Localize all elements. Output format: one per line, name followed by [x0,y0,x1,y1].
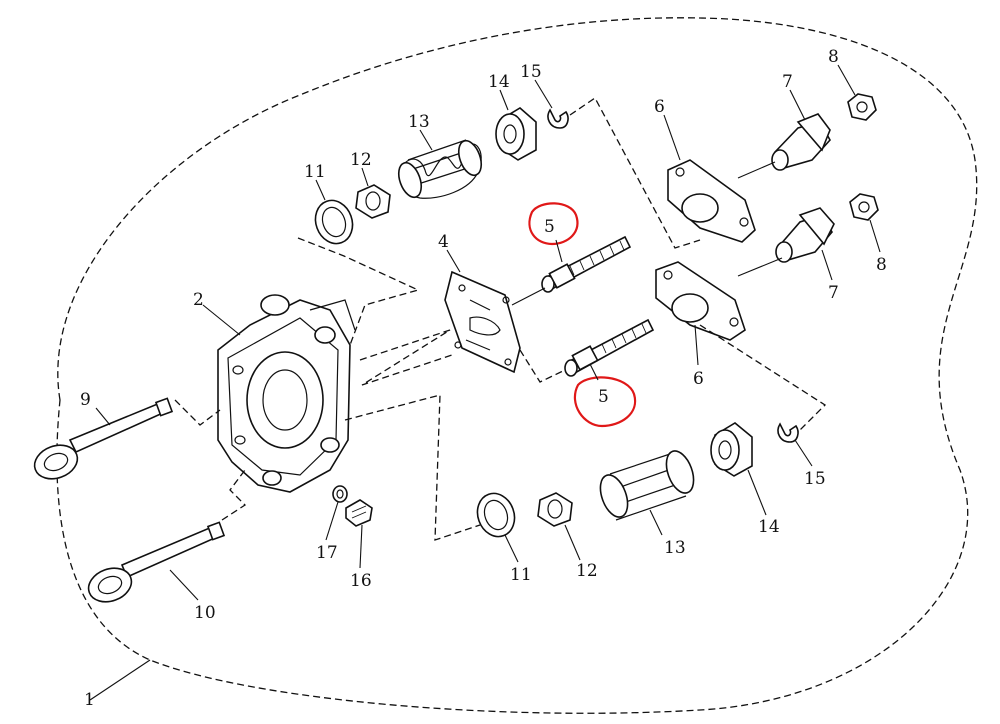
label-5-lower: 5 [598,387,609,407]
rocker-bracket-upper [667,159,756,243]
valve-seal-lower [537,492,573,527]
adjusting-screw-upper [771,113,831,171]
leader-1 [89,659,151,701]
leader-12-upper [361,167,369,187]
stud-bolt-lower [564,318,655,377]
valve-cotter-upper [547,108,569,129]
label-13-lower: 13 [664,538,686,558]
assembly-line-gasket [359,329,453,386]
valve-spring-upper [397,139,483,199]
label-12-upper: 12 [350,150,372,170]
label-7-lower: 7 [828,283,839,303]
label-14-lower: 14 [758,517,780,537]
spring-retainer-upper [495,107,537,161]
highlight-circle-upper [528,202,579,246]
label-5-upper: 5 [544,217,555,237]
leader-11-upper [315,179,326,201]
assembly-boundary [56,17,978,714]
leader-6-lower [694,324,699,366]
label-13-upper: 13 [408,112,430,132]
leader-4 [446,249,461,273]
label-2: 2 [193,290,204,310]
label-14-upper: 14 [488,72,510,92]
label-9: 9 [80,390,91,410]
assembly-line-bracket-lower [737,257,783,277]
hex-nut-upper [847,93,877,121]
valve-seal-upper [355,184,391,219]
label-15-upper: 15 [520,62,542,82]
highlight-circle-lower [573,376,637,428]
valve-body-housing [217,294,356,493]
label-8-lower: 8 [876,255,887,275]
assembly-line-lower-right [699,324,827,431]
assembly-line-body-lower [221,469,247,521]
label-7-upper: 7 [782,72,793,92]
hex-nut-lower [849,193,879,221]
leader-9 [95,407,111,426]
assembly-line-lower-channel [344,394,481,541]
label-15-lower: 15 [804,469,826,489]
assembly-line-stud-upper [511,287,546,306]
washer-upper [314,199,354,245]
leader-13-lower [649,509,663,536]
rocker-bracket-lower [655,261,746,341]
label-10: 10 [194,603,216,623]
leader-7-upper [789,89,806,121]
label-1: 1 [84,690,95,710]
assembly-line-upper-left [297,237,420,346]
leader-8-lower [869,219,881,253]
spring-retainer-lower [710,422,753,477]
leader-8-upper [837,64,856,96]
label-4: 4 [438,232,449,252]
valve-lower [87,521,226,603]
valve-upper [33,397,174,480]
gasket-plate [444,270,521,374]
valve-cotter-lower [777,422,799,443]
leader-5-lower [589,363,599,381]
leader-15-lower [794,439,813,467]
leader-5-upper [555,239,563,263]
adjusting-screw-lower [775,207,835,263]
label-16: 16 [350,571,372,591]
label-8-upper: 8 [828,47,839,67]
label-6-upper: 6 [654,97,665,117]
assembly-line-stud-lower [519,349,566,383]
leader-17 [325,501,339,541]
label-6-lower: 6 [693,369,704,389]
washer-lower [476,492,516,538]
leader-7-lower [821,249,833,281]
leader-2 [202,304,241,336]
label-11-upper: 11 [304,162,326,182]
assembly-line-body-left [174,399,221,426]
leader-14-lower [747,469,767,516]
leader-14-upper [499,89,509,111]
leader-11-lower [504,534,519,563]
label-17: 17 [316,543,338,563]
valve-spring-lower [599,450,695,521]
small-washer [332,485,348,503]
leader-12-lower [564,524,581,561]
label-12-lower: 12 [576,561,598,581]
leader-6-upper [663,114,681,161]
bolt [345,499,373,527]
assembly-line-upper-right [569,97,701,249]
assembly-line-bracket-upper [737,161,776,179]
leader-13-upper [419,129,433,151]
stud-bolt-upper [541,235,632,293]
leader-16 [359,524,363,569]
leader-15-upper [534,79,553,109]
leader-10 [169,569,199,601]
label-11-lower: 11 [510,565,532,585]
